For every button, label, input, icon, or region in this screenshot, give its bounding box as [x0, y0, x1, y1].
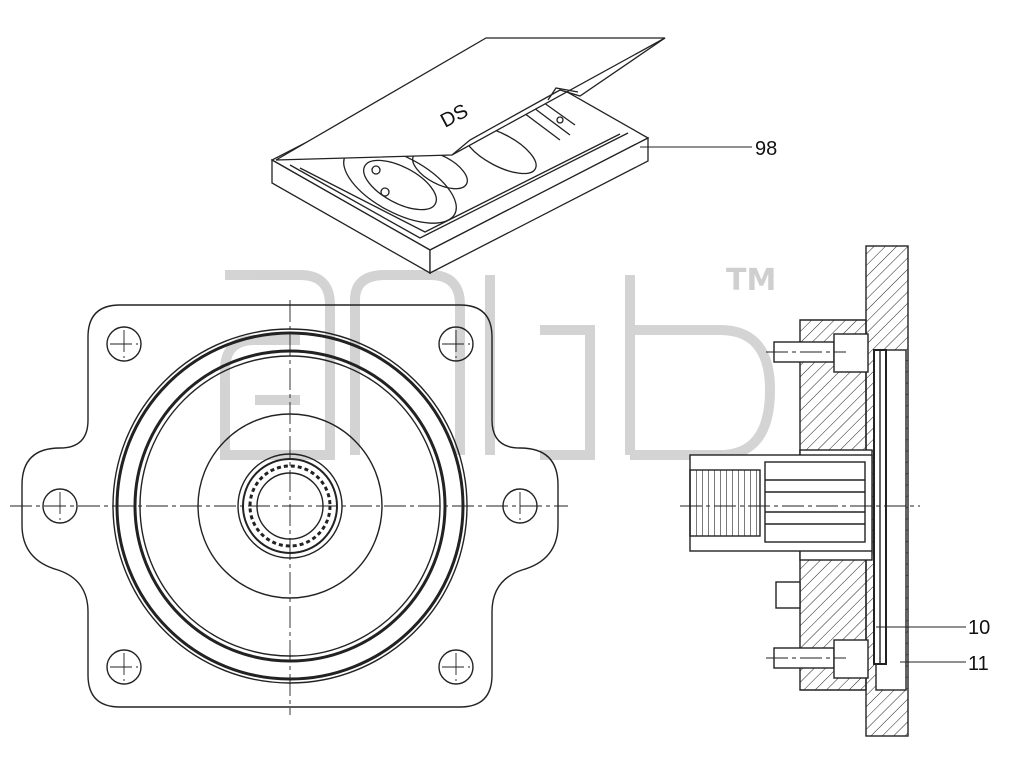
callout-10: 10 — [968, 617, 990, 639]
watermark-logo — [220, 270, 776, 460]
side-view-centerlines — [680, 351, 920, 659]
seal-kit-box — [270, 37, 666, 275]
front-view-centerlines — [10, 300, 568, 715]
callout-11: 11 — [968, 653, 989, 675]
callout-98: 98 — [755, 138, 777, 160]
flange-side-section — [689, 245, 909, 737]
watermark-tm: TM — [726, 263, 776, 298]
